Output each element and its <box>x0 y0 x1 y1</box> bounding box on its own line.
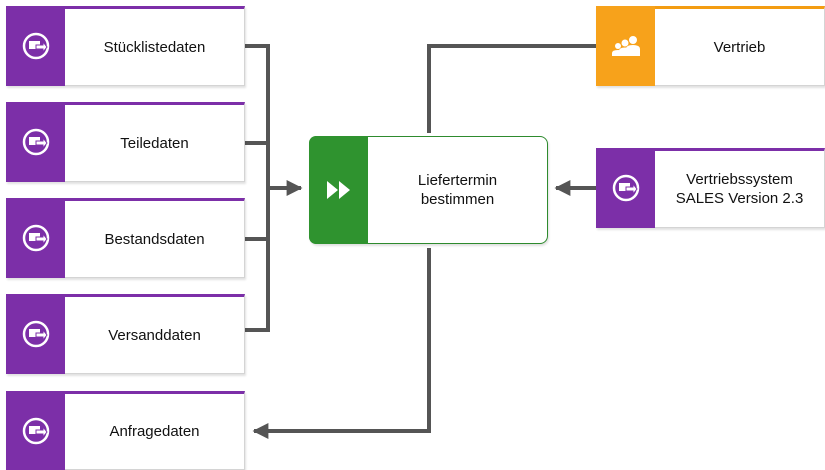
node-label: Teiledaten <box>120 134 189 152</box>
data-object-icon <box>22 417 50 445</box>
node-stuecklistedaten[interactable]: Stücklistedaten <box>6 6 245 86</box>
node-label: Anfragedaten <box>109 423 200 440</box>
node-label: Vertriebssystem SALES Version 2.3 <box>675 171 804 207</box>
node-type-strip <box>6 198 65 278</box>
node-bestandsdaten[interactable]: Bestandsdaten <box>6 198 245 278</box>
data-object-icon <box>22 320 50 348</box>
node-type-strip <box>596 148 655 228</box>
node-label: Versanddaten <box>108 326 201 344</box>
node-type-strip <box>596 6 655 86</box>
node-anfragedaten[interactable]: Anfragedaten <box>6 391 245 470</box>
org-unit-icon <box>611 34 641 58</box>
connector-vertrieb-to-function <box>427 44 596 133</box>
node-type-strip <box>6 294 65 374</box>
node-versanddaten[interactable]: Versanddaten <box>6 294 245 374</box>
node-vertriebssystem[interactable]: Vertriebssystem SALES Version 2.3 <box>596 148 825 228</box>
node-vertrieb[interactable]: Vertrieb <box>596 6 825 86</box>
node-label: Liefertermin bestimmen <box>417 172 498 208</box>
connector-function-to-anfragedaten <box>252 248 431 439</box>
node-label: Vertrieb <box>713 38 766 56</box>
data-object-icon <box>22 32 50 60</box>
fast-forward-icon <box>325 178 353 202</box>
node-type-strip <box>6 102 65 182</box>
node-type-strip <box>6 6 65 86</box>
data-object-icon <box>22 224 50 252</box>
node-label: Bestandsdaten <box>104 230 205 248</box>
data-object-icon <box>22 128 50 156</box>
node-liefertermin-bestimmen[interactable]: Liefertermin bestimmen <box>309 136 548 244</box>
data-object-icon <box>612 174 640 202</box>
connector-stuecklistedaten <box>245 44 270 332</box>
node-type-strip <box>309 136 368 244</box>
node-label: Stücklistedaten <box>103 38 206 56</box>
node-teiledaten[interactable]: Teiledaten <box>6 102 245 182</box>
node-type-strip <box>6 391 65 470</box>
